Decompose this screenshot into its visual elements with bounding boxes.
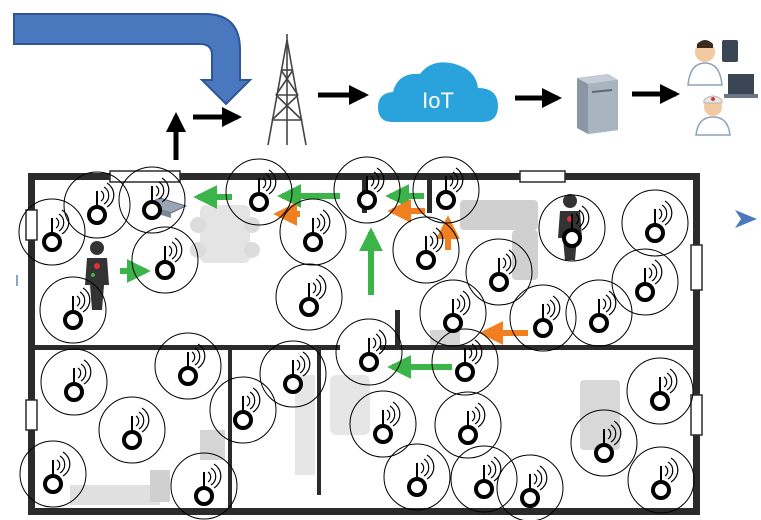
wireless-sensor-icon [625,356,695,426]
patient-icon [558,194,582,260]
pipeline-arrows [166,84,680,160]
banner-arrow [13,13,253,106]
wireless-sensor-icon [334,317,404,387]
wireless-sensor-icon [274,262,344,332]
bullet-arrow-icon [735,210,757,228]
wireless-sensor-icon [433,390,503,460]
wireless-sensor-icon [332,155,402,225]
floor-plan [25,170,703,515]
laptop-icon [728,74,754,94]
iot-label: IoT [422,88,454,113]
wireless-sensor-icon [626,445,696,515]
flow-arrows [120,184,528,379]
wireless-sensor-icon [208,375,278,445]
wireless-sensor-icon [449,444,519,514]
wireless-sensor-icon [224,157,294,227]
wireless-sensor-icon [97,395,167,465]
wireless-sensor-icon [278,197,348,267]
wireless-sensor-icon [430,327,500,397]
wireless-sensor-icon [620,188,690,258]
tablet-icon [722,40,738,62]
walls [28,173,700,515]
wireless-sensor-icon [62,170,132,240]
wireless-sensor-icon [153,331,223,401]
server-icon [577,74,618,134]
doctor-icon [687,40,758,136]
wireless-sensor-icon [411,155,481,225]
cell-tower-icon [267,34,307,146]
patient-icon [85,241,109,310]
windows [25,170,703,436]
sensor-nodes [17,155,696,520]
wireless-sensor-icon [258,339,328,409]
wireless-sensor-icon [39,347,109,417]
cloud-icon: IoT [378,62,498,122]
wireless-sensor-icon [610,247,680,317]
furniture [70,200,620,505]
wireless-sensor-icon [382,442,452,512]
wireless-sensor-icon [130,225,200,295]
